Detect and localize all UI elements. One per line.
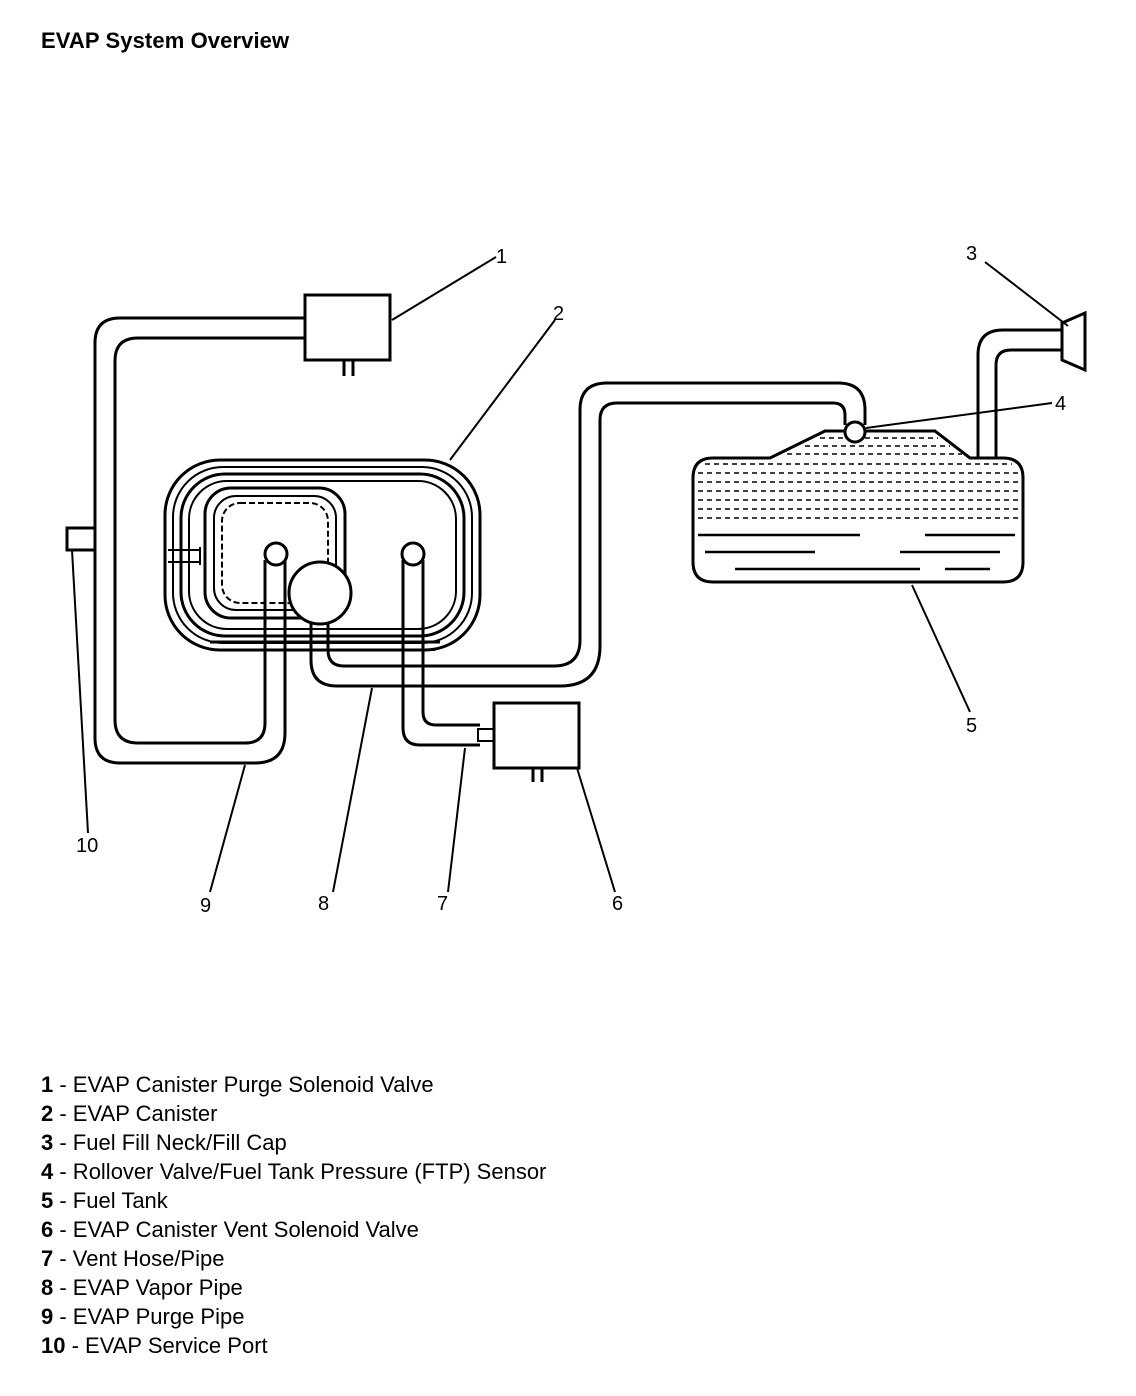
- legend-text: - EVAP Canister Vent Solenoid Valve: [53, 1217, 419, 1242]
- legend-text: - Vent Hose/Pipe: [53, 1246, 225, 1271]
- leader-lines: [71, 256, 1069, 893]
- callout-3: 3: [966, 243, 977, 265]
- legend-text: - Rollover Valve/Fuel Tank Pressure (FTP…: [53, 1159, 547, 1184]
- legend-number: 3: [41, 1130, 54, 1155]
- purge-solenoid-valve: [303, 293, 392, 376]
- callout-1: 1: [496, 246, 507, 268]
- legend-number: 4: [41, 1159, 54, 1184]
- legend: 1 - EVAP Canister Purge Solenoid Valve 2…: [41, 1070, 941, 1360]
- legend-number: 5: [41, 1188, 54, 1213]
- fuel-tank: [691, 429, 1025, 584]
- rollover-valve: [843, 420, 867, 444]
- evap-canister: [163, 458, 482, 652]
- legend-item: 6 - EVAP Canister Vent Solenoid Valve: [41, 1215, 941, 1244]
- evap-system-diagram: 1 2 3 4 5 6 7 8 9 10: [65, 243, 1087, 917]
- legend-number: 8: [41, 1275, 54, 1300]
- page-title: EVAP System Overview: [41, 28, 290, 53]
- legend-text: - EVAP Canister Purge Solenoid Valve: [53, 1072, 434, 1097]
- legend-item: 10 - EVAP Service Port: [41, 1331, 941, 1360]
- legend-number: 10: [41, 1333, 66, 1358]
- callout-4: 4: [1055, 393, 1066, 415]
- evap-vapor-pipe: [309, 381, 867, 688]
- legend-item: 1 - EVAP Canister Purge Solenoid Valve: [41, 1070, 941, 1099]
- legend-text: - EVAP Canister: [53, 1101, 218, 1126]
- fuel-fill-cap: [1060, 310, 1087, 373]
- evap-service-port: [65, 526, 97, 552]
- legend-text: - Fuel Fill Neck/Fill Cap: [53, 1130, 287, 1155]
- evap-purge-pipe: [93, 316, 305, 765]
- legend-item: 8 - EVAP Vapor Pipe: [41, 1273, 941, 1302]
- legend-text: - EVAP Service Port: [65, 1333, 268, 1358]
- legend-number: 1: [41, 1072, 54, 1097]
- callout-9: 9: [200, 895, 211, 917]
- legend-item: 7 - Vent Hose/Pipe: [41, 1244, 941, 1273]
- legend-number: 2: [41, 1101, 54, 1126]
- legend-item: 3 - Fuel Fill Neck/Fill Cap: [41, 1128, 941, 1157]
- legend-text: - EVAP Vapor Pipe: [53, 1275, 243, 1300]
- callout-7: 7: [437, 893, 448, 915]
- legend-text: - EVAP Purge Pipe: [53, 1304, 245, 1329]
- canister-vapor-port: [287, 560, 353, 626]
- callout-2: 2: [553, 303, 564, 325]
- legend-text: - Fuel Tank: [53, 1188, 168, 1213]
- legend-item: 5 - Fuel Tank: [41, 1186, 941, 1215]
- vent-pipe-fitting: [477, 728, 495, 742]
- callout-8: 8: [318, 893, 329, 915]
- legend-number: 6: [41, 1217, 54, 1242]
- legend-number: 7: [41, 1246, 54, 1271]
- vent-hose-pipe: [401, 560, 480, 747]
- vent-solenoid-valve: [492, 701, 581, 782]
- vent-fitting: [400, 541, 426, 567]
- legend-item: 2 - EVAP Canister: [41, 1099, 941, 1128]
- purge-fitting: [263, 541, 289, 567]
- fuel-fill-neck: [976, 328, 1062, 458]
- callout-10: 10: [76, 835, 98, 857]
- legend-item: 4 - Rollover Valve/Fuel Tank Pressure (F…: [41, 1157, 941, 1186]
- callout-6: 6: [612, 893, 623, 915]
- legend-number: 9: [41, 1304, 54, 1329]
- callout-5: 5: [966, 715, 977, 737]
- legend-item: 9 - EVAP Purge Pipe: [41, 1302, 941, 1331]
